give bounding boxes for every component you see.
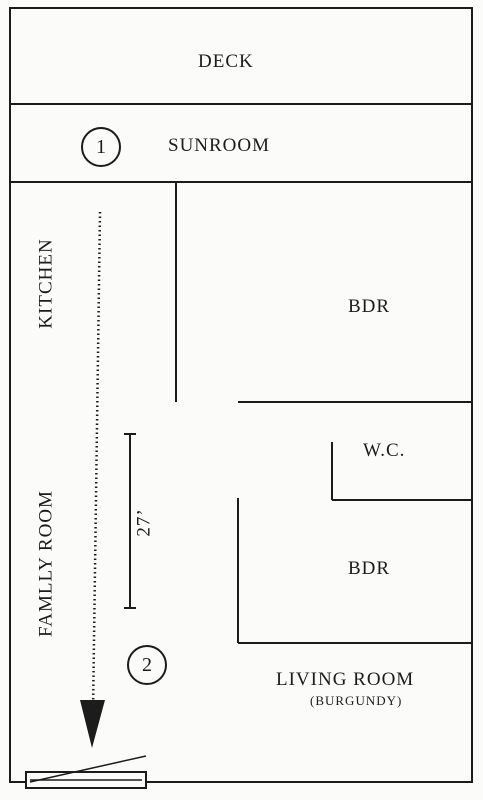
sunroom-label: SUNROOM xyxy=(168,135,271,156)
outer-wall xyxy=(9,7,473,783)
arrow-head-icon xyxy=(80,700,105,748)
door-swing xyxy=(29,755,147,783)
family-room-label: FAMLLY ROOM xyxy=(35,490,57,637)
bedroom-upper-label: BDR xyxy=(348,296,391,317)
bedroom-lower-label: BDR xyxy=(348,558,391,579)
living-room-label: LIVING ROOM xyxy=(276,669,415,690)
marker-2: 2 xyxy=(127,645,167,685)
deck-label: DECK xyxy=(198,51,254,72)
dimension-label: 27’ xyxy=(134,492,155,553)
wc-label: W.C. xyxy=(363,440,406,461)
marker-1: 1 xyxy=(81,127,121,167)
kitchen-label: KITCHEN xyxy=(35,238,57,329)
living-room-note: (BURGUNDY) xyxy=(310,693,403,708)
sight-line xyxy=(91,211,102,713)
